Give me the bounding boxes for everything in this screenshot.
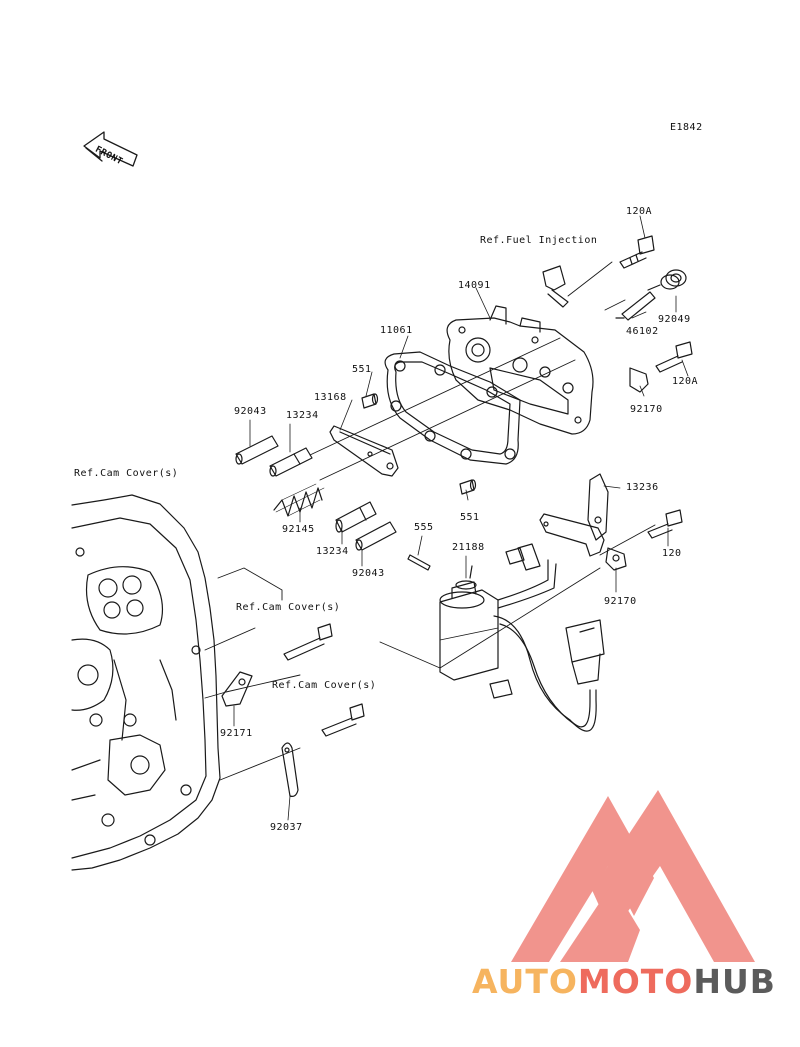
- callout-13234-bottom: 13234: [316, 546, 349, 557]
- spring-92145: [273, 483, 325, 517]
- callout-46102: 46102: [626, 326, 659, 337]
- bolt-120A-mid: [655, 341, 693, 373]
- callout-21188: 21188: [452, 542, 485, 553]
- bolt-ref-cam-2: [321, 703, 365, 737]
- callout-92171: 92171: [220, 728, 253, 739]
- solenoid-21188: [439, 543, 605, 732]
- cap-92049: [660, 269, 687, 290]
- callout-92043-bottom: 92043: [352, 568, 385, 579]
- watermark-moto: MOTO: [577, 962, 694, 1001]
- callout-13234-top: 13234: [286, 410, 319, 421]
- pin-92043-bottom: [355, 521, 397, 551]
- callout-92170-bottom: 92170: [604, 596, 637, 607]
- callout-ref-fuel-injection: Ref.Fuel Injection: [480, 235, 598, 246]
- callout-14091: 14091: [458, 280, 491, 291]
- dowel-551-bottom: [459, 479, 477, 495]
- callout-551-bottom: 551: [460, 512, 480, 523]
- strap-92037: [281, 742, 299, 797]
- gasket-11061: [384, 351, 521, 465]
- callout-555: 555: [414, 522, 434, 533]
- callout-ref-cam-cover-1: Ref.Cam Cover(s): [74, 468, 179, 479]
- callout-92145: 92145: [282, 524, 315, 535]
- front-arrow-icon: [83, 131, 138, 167]
- bolt-120-right: [647, 509, 683, 539]
- callout-92037: 92037: [270, 822, 303, 833]
- dowel-551-top: [361, 393, 379, 409]
- bracket-92171: [221, 671, 253, 707]
- callout-120A-top: 120A: [626, 206, 653, 217]
- fuel-injection-clip: [542, 265, 569, 308]
- clamp-92170-bottom: [605, 547, 627, 571]
- clamp-92170-top: [629, 367, 649, 393]
- cover-14091: [446, 305, 594, 435]
- shaft-46102: [615, 284, 661, 321]
- cam-cover-drawing: [71, 494, 221, 871]
- watermark-auto: AUTO: [472, 962, 578, 1001]
- callout-120A-mid: 120A: [672, 376, 699, 387]
- watermark-text: AUTOMOTOHUB: [472, 962, 776, 1001]
- callout-92043-top: 92043: [234, 406, 267, 417]
- callout-551-top: 551: [352, 364, 372, 375]
- callout-11061: 11061: [380, 325, 413, 336]
- pin-13234-top: [269, 447, 313, 477]
- lever-13168: [329, 425, 399, 477]
- callout-13168: 13168: [314, 392, 347, 403]
- watermark-hub: HUB: [693, 962, 776, 1001]
- callout-ref-cam-cover-3: Ref.Cam Cover(s): [272, 680, 377, 691]
- pin-13234-bottom: [335, 501, 377, 533]
- pin-92043-top: [235, 435, 279, 465]
- watermark-logo-icon: [511, 790, 755, 962]
- pin-555: [407, 554, 431, 571]
- callout-92049: 92049: [658, 314, 691, 325]
- bracket-13236: [539, 473, 609, 557]
- callout-120-right: 120: [662, 548, 682, 559]
- callout-13236: 13236: [626, 482, 659, 493]
- bolt-ref-cam-1: [283, 623, 333, 661]
- callout-92170-top: 92170: [630, 404, 663, 415]
- callout-ref-cam-cover-2: Ref.Cam Cover(s): [236, 602, 341, 613]
- bolt-120A-top: [619, 235, 655, 269]
- diagram-code: E1842: [670, 122, 703, 133]
